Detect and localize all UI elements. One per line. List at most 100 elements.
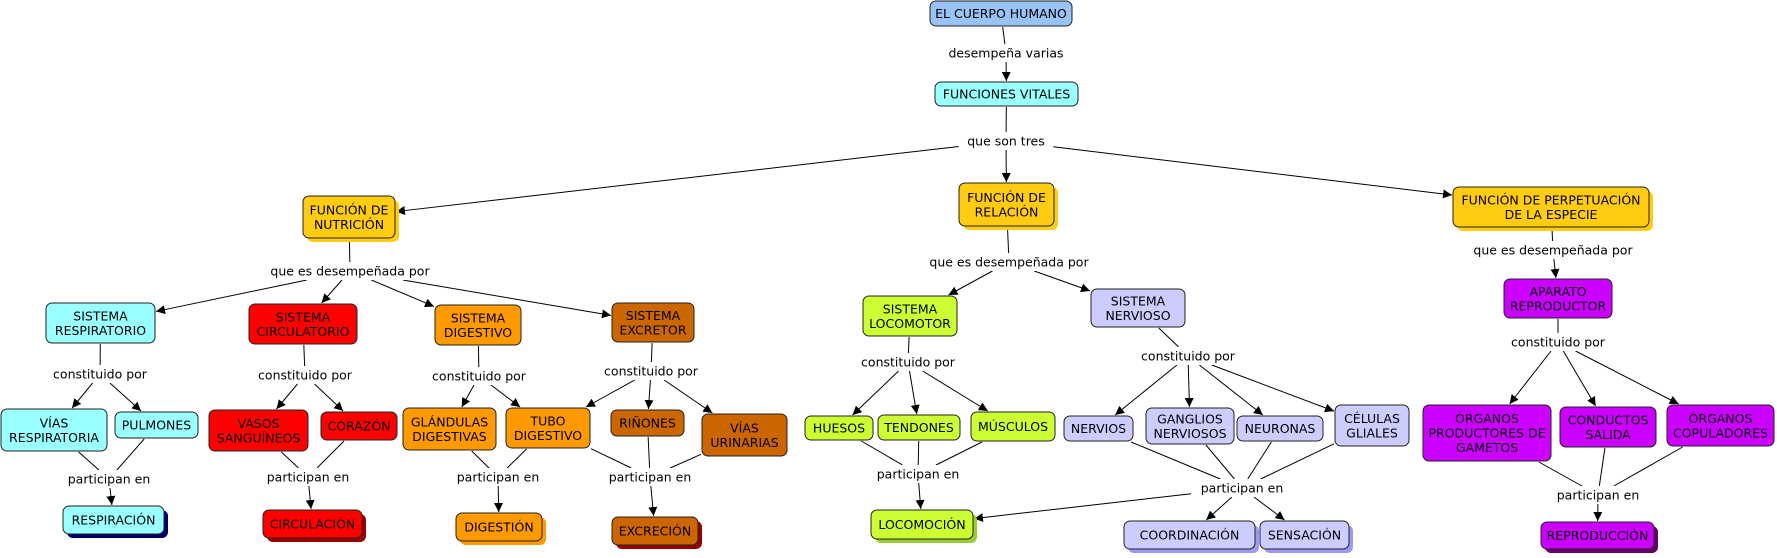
node-label-line: SISTEMA [626, 308, 681, 323]
node-box [877, 414, 961, 441]
node-box [1559, 406, 1657, 448]
concept-node-corazon[interactable]: CORAZÓN [320, 411, 398, 441]
concept-node-cuerpo[interactable]: EL CUERPO HUMANO [929, 0, 1073, 27]
node-label-line: LOCOMOTOR [869, 316, 951, 331]
connector-lp_c_ner-to-ganglios [1184, 364, 1194, 408]
concept-node-rinones[interactable]: RIÑONES [610, 409, 685, 437]
concept-node-tendones[interactable]: TENDONES [877, 414, 961, 441]
connector-nervioso-to-lp_c_ner [1158, 327, 1179, 348]
concept-node-excrecion[interactable]: EXCRECIÓN [611, 516, 702, 549]
connector-nervios-to-lp_p_ner [1130, 441, 1221, 480]
connector-lp_p_circ-to-circulacion [305, 485, 315, 510]
concept-node-pulmones[interactable]: PULMONES [114, 411, 199, 439]
connector-locomotor-to-lp_c_loc [907, 336, 910, 354]
concept-node-reproduccion[interactable]: REPRODUCCIÓN [1540, 521, 1658, 553]
connector-corazon-to-lp_p_circ [316, 440, 345, 469]
connector-lp_p_exc-to-excrecion [648, 485, 658, 517]
connector-lp_nut-to-respiratorio [155, 279, 307, 315]
node-label-line: TUBO [530, 413, 566, 428]
linking-phrase-bg [593, 362, 709, 380]
linking-phrase-lp-per: que es desempeñada por [1473, 243, 1633, 258]
connector-lp_c_circ-to-corazon [314, 383, 344, 412]
node-box [1259, 520, 1350, 550]
connector-lp_c_resp-to-vias_resp [71, 382, 93, 409]
concept-node-nervios[interactable]: NERVIOS [1063, 415, 1134, 442]
node-label-line: REPRODUCTOR [1510, 298, 1607, 313]
linking-phrase-lp-c-resp: constituido por [53, 367, 148, 382]
node-label-line: RELACIÓN [975, 204, 1039, 219]
node-label-line: GLÁNDULAS [411, 414, 488, 429]
node-label-line: COPULADORES [1673, 425, 1768, 440]
node-box [1063, 415, 1134, 442]
linking-phrase-bg [599, 468, 701, 486]
connector-lp_c_dig-to-tubo [490, 384, 521, 408]
node-label-line: NERVIOSO [1105, 308, 1170, 323]
node-box [1236, 415, 1324, 442]
node-label-line: SENSACIÓN [1268, 528, 1341, 543]
concept-node-sensacion[interactable]: SENSACIÓN [1259, 520, 1353, 553]
linking-phrase-lp-desempena: desempeña varias [948, 46, 1063, 61]
linking-phrase-lp-p-dig: participan en [457, 470, 540, 485]
connector-tendones-to-lp_p_loc [917, 440, 920, 466]
connector-lp_c_circ-to-vasos [276, 383, 298, 410]
node-box [62, 505, 165, 535]
node-label-line: PRODUCTORES DE [1428, 426, 1545, 441]
node-box [434, 304, 522, 346]
concept-node-locomocion[interactable]: LOCOMOCIÓN [870, 509, 977, 543]
linking-phrase-bg [944, 44, 1068, 62]
node-box [1090, 288, 1186, 328]
linking-phrase-bg [42, 365, 158, 383]
concept-node-digestion[interactable]: DIGESTIÓN [455, 512, 546, 545]
node-box [870, 509, 974, 540]
node-box [302, 195, 396, 239]
node-box [970, 411, 1056, 442]
node-box [1540, 521, 1655, 550]
connector-lp_c_loc-to-huesos [852, 370, 899, 416]
connector-musculos-to-lp_p_loc [935, 441, 983, 466]
concept-node-funciones[interactable]: FUNCIONES VITALES [934, 81, 1079, 107]
connector-huesos-to-lp_p_loc [861, 440, 903, 466]
node-label-line: FUNCIÓN DE [310, 202, 389, 217]
concept-node-respiracion[interactable]: RESPIRACIÓN [62, 505, 168, 538]
node-label-line: VASOS [237, 416, 279, 431]
connector-neuronas-to-lp_p_ner [1247, 441, 1272, 480]
concept-node-neuronas[interactable]: NEURONAS [1236, 415, 1324, 442]
node-label-line: NERVIOSOS [1153, 426, 1226, 441]
node-label-line: MÚSCULOS [978, 419, 1048, 434]
node-label-line: RIÑONES [619, 416, 676, 431]
node-label-line: SISTEMA [73, 308, 128, 323]
concept-node-musculos[interactable]: MÚSCULOS [970, 411, 1056, 442]
concept-node-coordinacion[interactable]: COORDINACIÓN [1123, 520, 1259, 553]
linking-phrase-lp-p-exc: participan en [609, 470, 692, 485]
connector-ganglios-to-lp_p_ner [1205, 444, 1235, 480]
node-box [958, 182, 1055, 227]
concept-node-huesos[interactable]: HUESOS [804, 415, 874, 441]
node-label-line: GLIALES [1346, 425, 1398, 440]
node-label-line: FUNCIÓN DE [967, 190, 1046, 205]
node-box [402, 407, 497, 451]
concept-node-circulacion[interactable]: CIRCULACIÓN [262, 509, 366, 542]
node-label-line: RESPIRATORIA [9, 430, 99, 445]
node-label-line: DIGESTIÓN [464, 520, 533, 535]
connector-lp_p_dig-to-digestion [494, 485, 504, 513]
